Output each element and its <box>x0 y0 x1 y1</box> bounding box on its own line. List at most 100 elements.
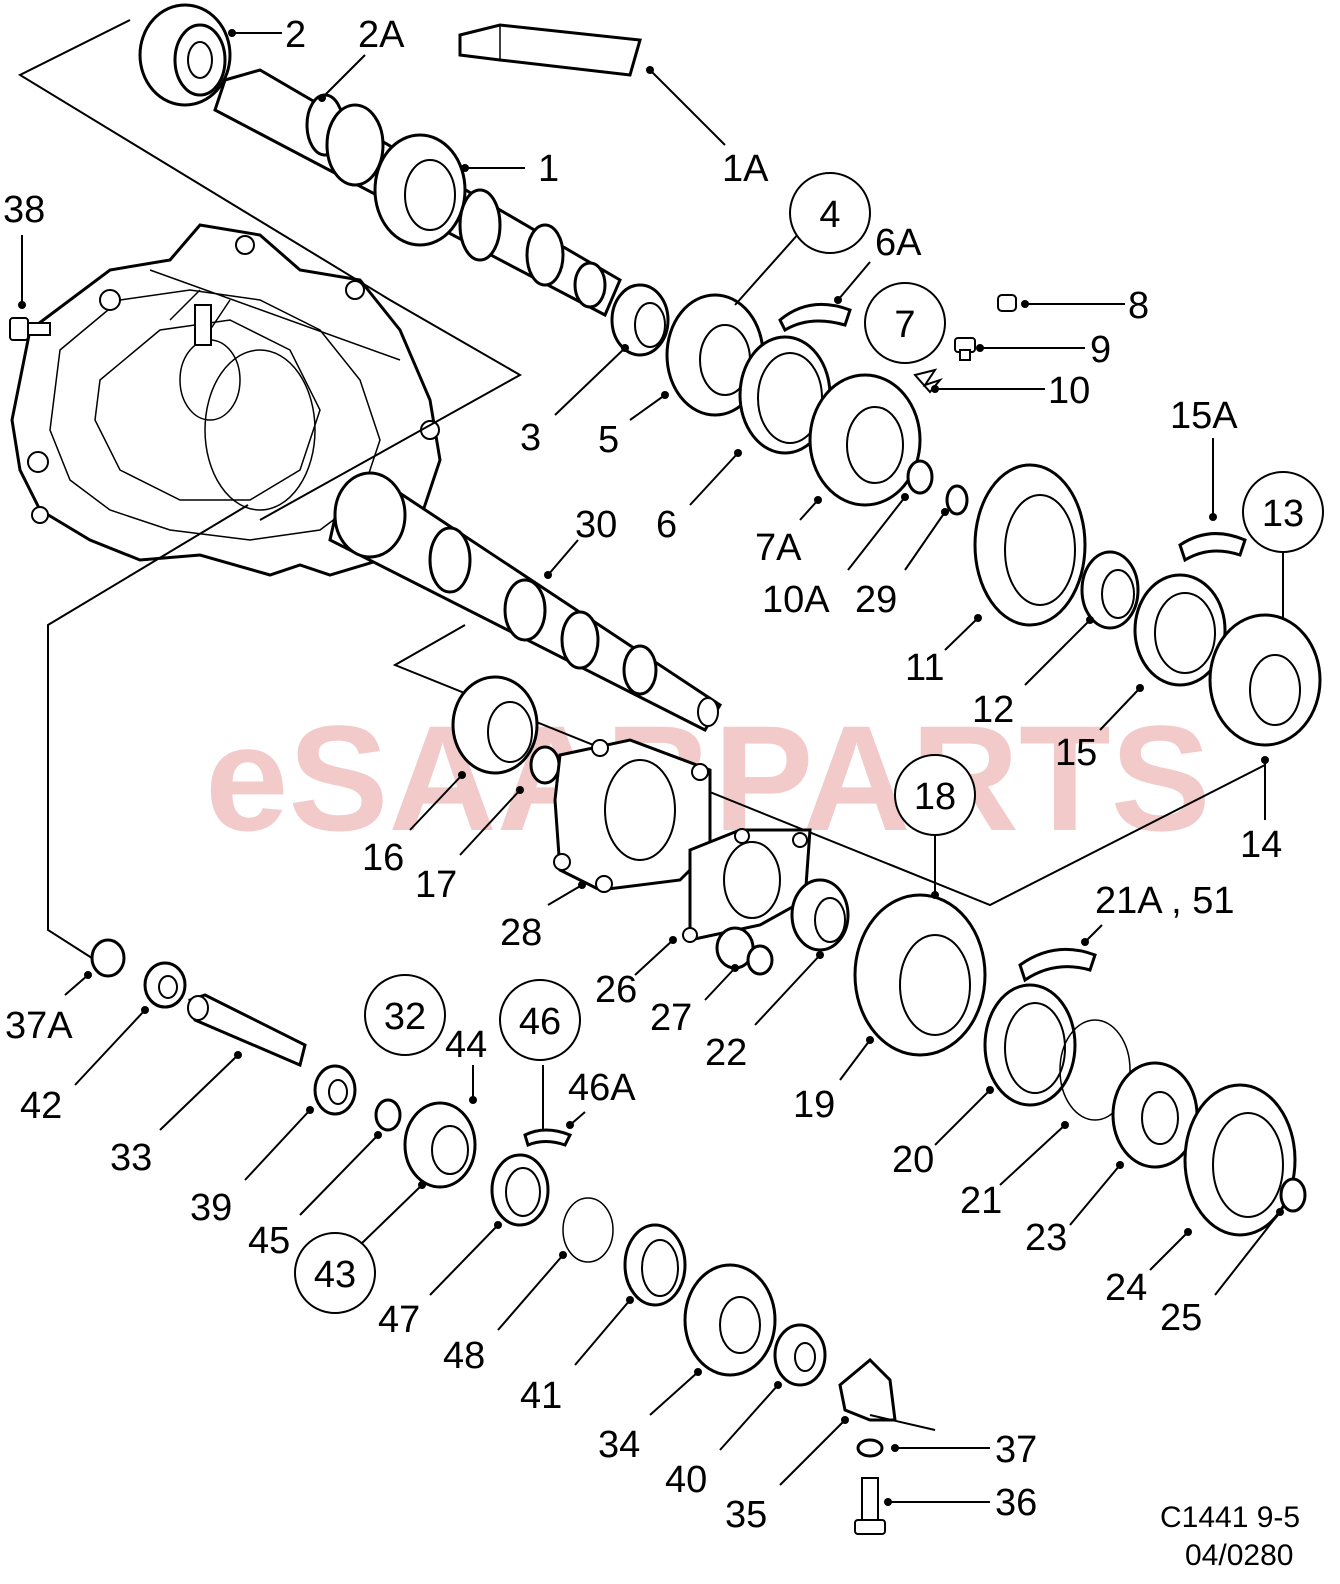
gear-14 <box>1208 613 1322 747</box>
callout-1A: 1A <box>722 148 769 190</box>
callout-48: 48 <box>443 1335 485 1377</box>
ring-21 <box>1059 1019 1131 1121</box>
callout-27: 27 <box>650 997 692 1039</box>
synchro-sleeve-24 <box>1183 1083 1297 1237</box>
callout-22: 22 <box>705 1032 747 1074</box>
callout-40: 40 <box>665 1459 707 1501</box>
callout-2A: 2A <box>358 14 405 56</box>
grease-tube-1A <box>458 23 642 77</box>
callout-9: 9 <box>1090 329 1111 371</box>
callout-46A: 46A <box>568 1067 636 1109</box>
detent-8 <box>997 294 1017 312</box>
callout-32: 32 <box>384 996 426 1038</box>
callout-43: 43 <box>314 1254 356 1296</box>
callout-7A: 7A <box>755 527 802 569</box>
callout-7: 7 <box>894 304 915 346</box>
drawing-date: 04/0280 <box>1185 1539 1293 1572</box>
callout-10: 10 <box>1048 370 1090 412</box>
bearing-16 <box>451 675 539 775</box>
callout-labels: 2 2A 1 1A 38 4 6A 7 8 9 10 3 5 6 7A 10A … <box>3 14 1304 1536</box>
needle-bearing-22 <box>790 878 850 952</box>
callout-34: 34 <box>598 1424 640 1466</box>
callout-circle-7 <box>864 282 946 364</box>
bolt-36 <box>854 1477 886 1535</box>
callout-6: 6 <box>656 504 677 546</box>
callout-41: 41 <box>520 1375 562 1417</box>
callout-18: 18 <box>914 776 956 818</box>
plate-26 <box>682 828 812 943</box>
ring-48 <box>562 1197 614 1263</box>
gear-5 <box>665 293 765 417</box>
callout-circle-43 <box>294 1232 376 1314</box>
callout-26: 26 <box>595 969 637 1011</box>
bracket-35 <box>838 1357 897 1422</box>
callout-16: 16 <box>362 837 404 879</box>
callout-circle-46 <box>499 979 581 1061</box>
gear-34 <box>683 1263 777 1377</box>
input-shaft-1 <box>213 68 622 318</box>
callout-46: 46 <box>519 1001 561 1043</box>
callout-circle-18 <box>894 754 976 836</box>
pin-9 <box>954 337 976 361</box>
synchro-ring-47 <box>490 1153 550 1227</box>
plate-28 <box>553 738 712 893</box>
callout-29: 29 <box>855 579 897 621</box>
leader-lines <box>18 29 1284 1506</box>
callout-2: 2 <box>285 14 306 56</box>
callout-circle-32 <box>364 974 446 1056</box>
circlip-10A <box>906 459 934 495</box>
needle-bearing-12 <box>1080 550 1140 630</box>
callout-30: 30 <box>575 504 617 546</box>
callout-20: 20 <box>892 1139 934 1181</box>
shift-pad-6A <box>778 302 852 333</box>
callout-13: 13 <box>1262 493 1304 535</box>
washer-40 <box>773 1323 827 1387</box>
callout-17: 17 <box>415 864 457 906</box>
callout-15: 15 <box>1055 732 1097 774</box>
roller-27 <box>715 926 774 976</box>
callout-19: 19 <box>793 1084 835 1126</box>
circlip-25 <box>1279 1177 1307 1213</box>
callout-25: 25 <box>1160 1297 1202 1339</box>
callout-14: 14 <box>1240 824 1282 866</box>
synchro-sleeve-11 <box>973 463 1087 627</box>
synchro-hub-23 <box>1111 1061 1199 1169</box>
drawing-code: C1441 9-5 <box>1160 1501 1300 1534</box>
synchro-ring-15 <box>1133 573 1227 687</box>
callout-4: 4 <box>819 194 840 236</box>
circlip-45 <box>374 1098 402 1132</box>
callout-circle-13 <box>1242 471 1324 553</box>
callout-6A: 6A <box>875 222 922 264</box>
shift-pad-46A <box>523 1128 573 1148</box>
synchro-ring-20 <box>983 983 1077 1107</box>
callout-10A: 10A <box>762 579 830 621</box>
callout-44: 44 <box>445 1024 487 1066</box>
synchro-hub-7A <box>808 373 922 507</box>
group-bracket-top <box>17 19 523 521</box>
callout-12: 12 <box>972 689 1014 731</box>
callout-33: 33 <box>110 1137 152 1179</box>
callout-24: 24 <box>1105 1267 1147 1309</box>
gear-19 <box>853 893 987 1057</box>
washer-42 <box>143 961 187 1009</box>
callout-42: 42 <box>20 1085 62 1127</box>
washer-37 <box>856 1438 884 1458</box>
callout-39: 39 <box>190 1187 232 1229</box>
callout-11: 11 <box>905 647 944 689</box>
sleeve-41 <box>623 1223 687 1307</box>
main-shaft-30 <box>328 471 723 732</box>
callout-15A: 15A <box>1170 395 1238 437</box>
callout-circle-4 <box>789 172 871 254</box>
callout-21A-51: 21A , 51 <box>1095 880 1234 922</box>
circlip-29 <box>945 484 969 516</box>
callout-5: 5 <box>598 419 619 461</box>
circlip-17 <box>529 745 561 785</box>
group-bracket-left <box>47 504 249 961</box>
callout-35: 35 <box>725 1494 767 1536</box>
callout-47: 47 <box>378 1299 420 1341</box>
bearing-2 <box>138 3 232 107</box>
callout-1: 1 <box>538 148 559 190</box>
callout-3: 3 <box>520 417 541 459</box>
callout-45: 45 <box>248 1220 290 1262</box>
